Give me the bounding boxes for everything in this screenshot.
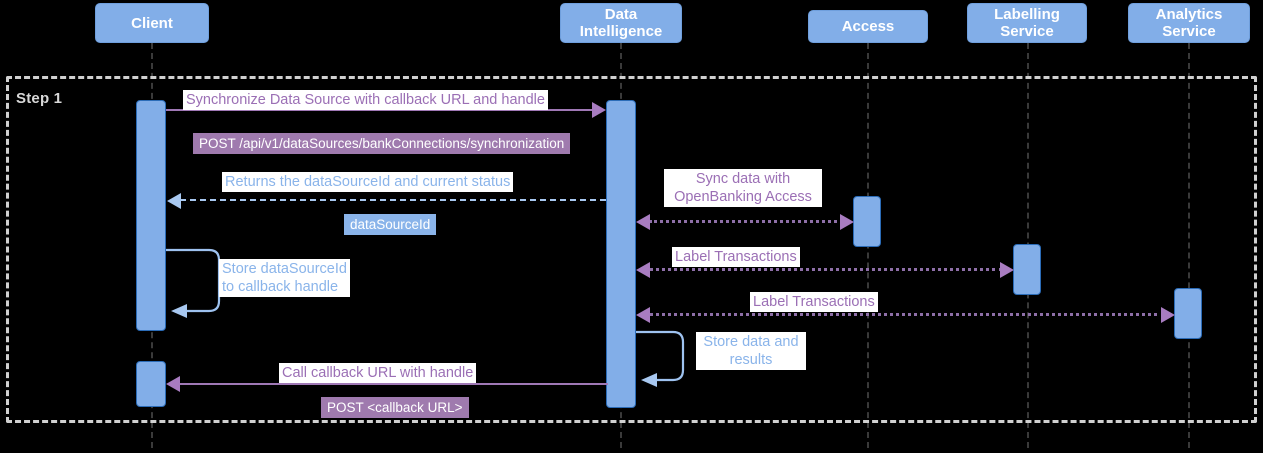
self-loop-m7 <box>636 330 685 387</box>
message-arrowhead-left-m5 <box>636 262 650 278</box>
message-line-m5 <box>649 268 1003 271</box>
message-label-m3: Store dataSourceId to callback handle <box>219 259 350 297</box>
participant-header-analytics-service[interactable]: Analytics Service <box>1128 3 1250 43</box>
message-label-m5: Label Transactions <box>672 247 800 267</box>
participant-header-access[interactable]: Access <box>808 10 928 43</box>
message-line-m6 <box>649 313 1165 316</box>
lifeline-analytics-service <box>1188 43 1190 448</box>
message-badge-m8: POST <callback URL> <box>321 397 469 418</box>
message-arrowhead-left-m6 <box>636 307 650 323</box>
message-arrowhead-right-m4 <box>840 214 854 230</box>
participant-header-client[interactable]: Client <box>95 3 209 43</box>
participant-label-data-intelligence: Data Intelligence <box>579 6 663 40</box>
message-label-m2: Returns the dataSourceId and current sta… <box>222 172 514 192</box>
participant-header-data-intelligence[interactable]: Data Intelligence <box>560 3 682 43</box>
participant-label-client: Client <box>131 14 173 32</box>
message-line-m2 <box>180 199 606 201</box>
message-line-m4 <box>649 220 843 223</box>
participant-label-access: Access <box>841 18 895 35</box>
participant-label-analytics-service: Analytics Service <box>1155 6 1223 40</box>
message-label-m8: Call callback URL with handle <box>279 363 477 383</box>
activation-client-main[interactable] <box>136 100 166 331</box>
message-label-m7: Store data and results <box>696 332 806 370</box>
message-arrowhead-left-m4 <box>636 214 650 230</box>
message-label-m4: Sync data with OpenBanking Access <box>664 169 822 207</box>
activation-labelling-service[interactable] <box>1013 244 1041 295</box>
message-arrowhead-right-m5 <box>1000 262 1014 278</box>
activation-access[interactable] <box>853 196 881 247</box>
message-arrowhead-m2 <box>167 193 181 209</box>
message-label-m1: Synchronize Data Source with callback UR… <box>183 90 548 110</box>
participant-header-labelling-service[interactable]: Labelling Service <box>967 3 1087 43</box>
message-badge-m2: dataSourceId <box>344 214 437 235</box>
message-badge-m1: POST /api/v1/dataSources/bankConnections… <box>193 133 571 154</box>
step-frame-label: Step 1 <box>16 90 63 107</box>
message-line-m8 <box>180 383 608 385</box>
activation-client-callback[interactable] <box>136 361 166 407</box>
message-line-m1 <box>166 109 598 111</box>
message-label-m6: Label Transactions <box>750 292 878 312</box>
activation-analytics-service[interactable] <box>1174 288 1202 339</box>
message-arrowhead-m8 <box>166 376 180 392</box>
message-arrowhead-right-m6 <box>1161 307 1175 323</box>
message-arrowhead-m1 <box>592 102 606 118</box>
participant-label-labelling-service: Labelling Service <box>994 6 1060 40</box>
activation-data-intelligence[interactable] <box>606 100 636 408</box>
step-frame <box>6 76 1257 423</box>
